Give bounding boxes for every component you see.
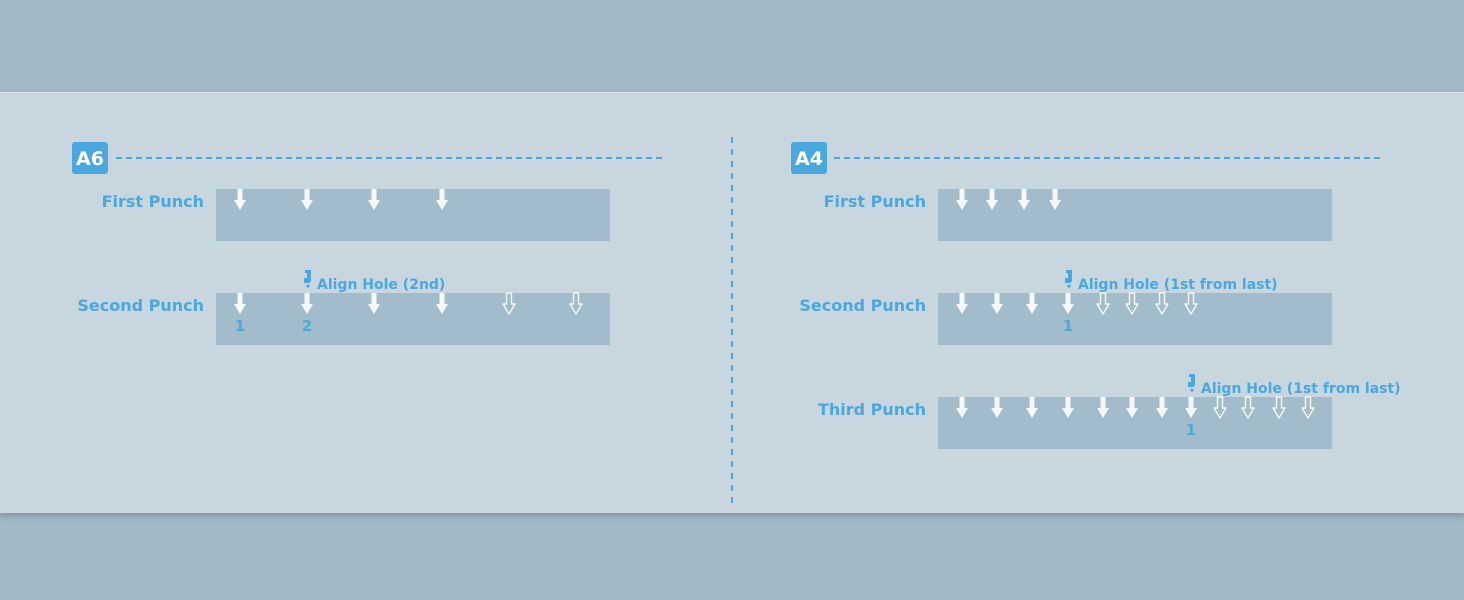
size-badge-label: A6	[76, 148, 104, 170]
arrow-down-outline-icon	[1155, 292, 1169, 315]
align-hole-label: Align Hole (2nd)	[317, 277, 445, 293]
arrow-down-solid-icon	[368, 293, 380, 314]
arrow-down-solid-icon	[1126, 397, 1138, 418]
arrow-down-outline-icon	[1272, 396, 1286, 419]
arrow-down-solid-icon	[1026, 293, 1038, 314]
arrow-down-solid-icon	[1026, 397, 1038, 418]
align-pin-icon	[1188, 374, 1195, 392]
arrow-down-solid-icon	[1018, 189, 1030, 210]
size-badge	[791, 142, 827, 174]
arrow-down-solid-icon	[1156, 397, 1168, 418]
arrow-down-solid-icon	[1049, 189, 1061, 210]
arrow-down-outline-icon	[1096, 292, 1110, 315]
align-hole-label: Align Hole (1st from last)	[1201, 381, 1401, 397]
arrow-down-outline-icon	[1125, 292, 1139, 315]
arrow-down-outline-icon	[1241, 396, 1255, 419]
arrow-down-solid-icon	[1185, 397, 1197, 418]
arrow-down-solid-icon	[301, 189, 313, 210]
arrow-down-outline-icon	[502, 292, 516, 315]
align-hole-label: Align Hole (1st from last)	[1078, 277, 1278, 293]
punch-row-label: Third Punch	[818, 400, 926, 419]
arrow-down-outline-icon	[1301, 396, 1315, 419]
arrow-down-solid-icon	[956, 189, 968, 210]
arrow-down-solid-icon	[234, 293, 246, 314]
arrow-down-solid-icon	[1062, 397, 1074, 418]
hole-number: 1	[1063, 317, 1073, 335]
arrow-down-solid-icon	[368, 189, 380, 210]
arrow-down-solid-icon	[986, 189, 998, 210]
arrow-down-solid-icon	[436, 293, 448, 314]
paper-strip	[938, 189, 1332, 241]
punch-row-label: First Punch	[824, 192, 926, 211]
arrow-down-solid-icon	[1097, 397, 1109, 418]
arrow-down-solid-icon	[1062, 293, 1074, 314]
align-pin-icon	[304, 270, 311, 288]
arrow-down-solid-icon	[991, 397, 1003, 418]
arrow-down-outline-icon	[569, 292, 583, 315]
punch-row-label: First Punch	[102, 192, 204, 211]
arrow-down-solid-icon	[436, 189, 448, 210]
hole-number: 2	[302, 317, 312, 335]
size-badge-label: A4	[795, 148, 823, 170]
paper-strip	[216, 189, 610, 241]
paper-strip	[216, 293, 610, 345]
punch-row-label: Second Punch	[77, 296, 204, 315]
arrow-down-outline-icon	[1213, 396, 1227, 419]
hole-number: 1	[1186, 421, 1196, 439]
size-badge	[72, 142, 108, 174]
hole-number: 1	[235, 317, 245, 335]
arrow-down-solid-icon	[956, 397, 968, 418]
arrow-down-solid-icon	[956, 293, 968, 314]
align-pin-icon	[1065, 270, 1072, 288]
punch-row-label: Second Punch	[799, 296, 926, 315]
arrow-down-solid-icon	[301, 293, 313, 314]
arrow-down-solid-icon	[234, 189, 246, 210]
arrow-down-solid-icon	[991, 293, 1003, 314]
arrow-down-outline-icon	[1184, 292, 1198, 315]
paper-strip	[938, 397, 1332, 449]
